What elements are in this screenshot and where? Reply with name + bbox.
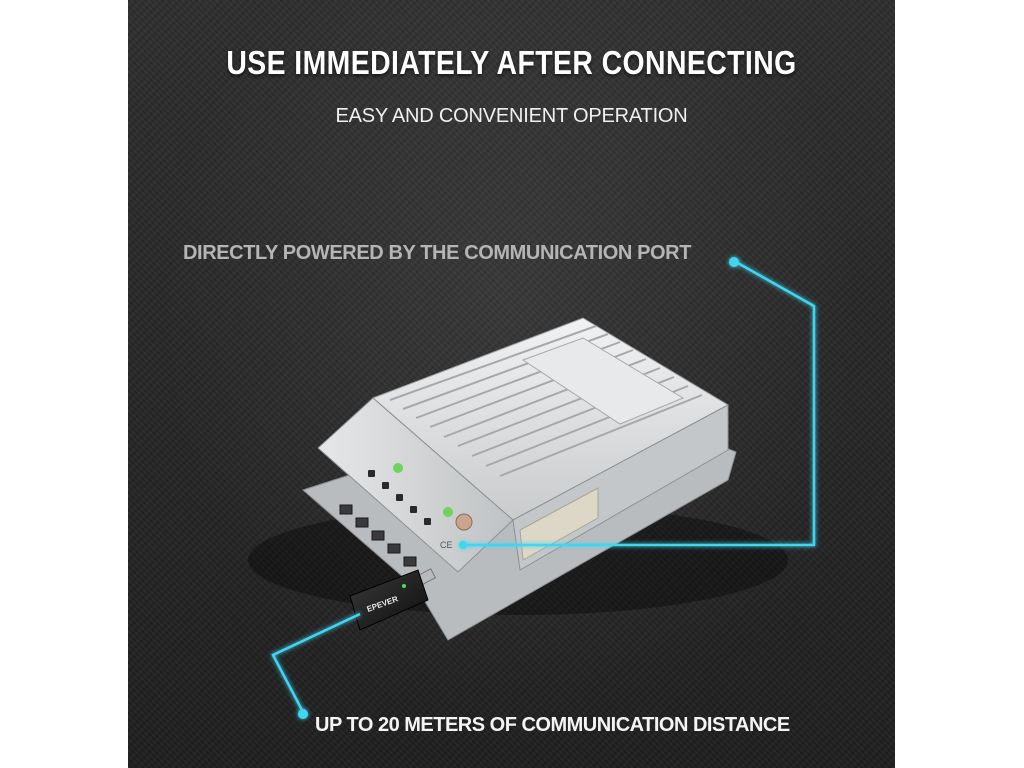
hero-panel: CE EPEVER USE IMMEDIATELY AFTER CONNECT [128, 0, 895, 768]
spec-label [519, 487, 599, 561]
subheadline: EASY AND CONVENIENT OPERATION [335, 105, 688, 127]
product-illustration: CE EPEVER [248, 257, 816, 719]
temperature-sensor [455, 513, 473, 531]
button-row [368, 470, 431, 525]
callout-dot-top [729, 257, 739, 267]
ce-mark: CE [440, 540, 453, 550]
heat-sink-raised-block [521, 337, 685, 425]
callout-power: DIRECTLY POWERED BY THE COMMUNICATION PO… [183, 242, 692, 264]
headline: USE IMMEDIATELY AFTER CONNECTING [226, 44, 797, 81]
callout-line-top [463, 260, 816, 547]
status-led-1 [393, 463, 403, 473]
usb-dongle: EPEVER [349, 568, 437, 631]
callout-dot-bottom [298, 709, 308, 719]
callout-dot-panel [459, 541, 467, 549]
callout-line-bottom [271, 612, 361, 713]
status-led-2 [443, 507, 453, 517]
rj45-ports [339, 504, 417, 567]
callout-distance: UP TO 20 METERS OF COMMUNICATION DISTANC… [315, 714, 790, 736]
